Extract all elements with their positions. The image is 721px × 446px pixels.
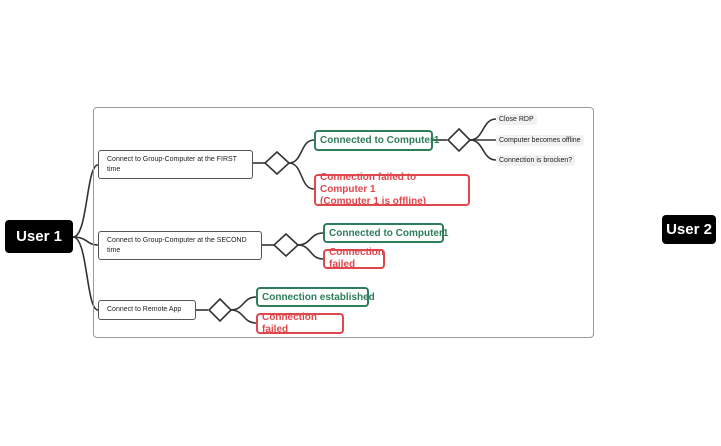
second-time-node[interactable]: Connect to Group-Computer at the SECOND … xyxy=(98,231,262,260)
decision-diamond xyxy=(207,297,233,323)
failed-offline-node[interactable]: Connection failed to Computer 1 (Compute… xyxy=(314,172,470,207)
decision-diamond xyxy=(446,127,472,153)
user-2-node[interactable]: User 2 xyxy=(662,215,716,244)
connection-broken-node[interactable]: Connection is brocken? xyxy=(496,155,576,166)
failed-offline-line2: (Computer 1 is offline) xyxy=(320,196,427,207)
failed-offline-line1: Connection failed to Computer 1 xyxy=(320,172,417,195)
scenario-frame xyxy=(93,107,594,338)
decision-diamond xyxy=(272,232,300,258)
first-time-node[interactable]: Connect to Group-Computer at the FIRST t… xyxy=(98,150,253,179)
computer-offline-node[interactable]: Computer becomes offline xyxy=(496,135,584,146)
connected-computer1-second-node[interactable]: Connected to Computer1 xyxy=(323,223,448,243)
close-rdp-node[interactable]: Close RDP xyxy=(496,114,537,125)
first-time-label: Connect to Group-Computer at the FIRST t… xyxy=(107,155,237,173)
connection-failed-remote-node[interactable]: Connection failed xyxy=(256,312,344,335)
connection-established-node[interactable]: Connection established xyxy=(256,287,375,307)
user-1-node[interactable]: User 1 xyxy=(5,220,73,253)
remote-app-label: Connect to Remote App xyxy=(107,306,182,313)
decision-diamond xyxy=(263,150,291,176)
remote-app-node[interactable]: Connect to Remote App xyxy=(98,300,196,320)
second-time-label: Connect to Group-Computer at the SECOND … xyxy=(107,236,247,254)
connection-failed-second-node[interactable]: Connection failed xyxy=(323,247,385,270)
connected-computer1-node[interactable]: Connected to Computer1 xyxy=(314,130,439,151)
